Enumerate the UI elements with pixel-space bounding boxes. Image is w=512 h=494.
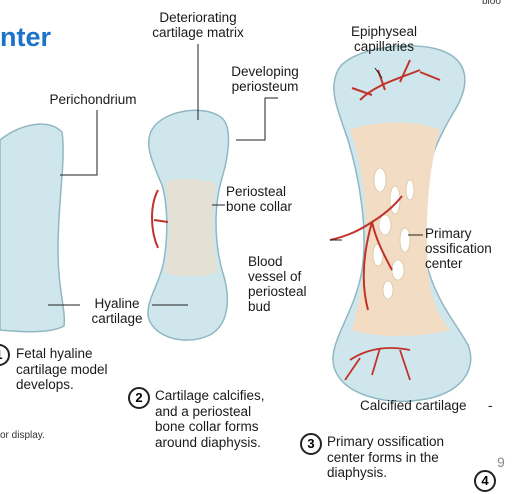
label-primary-ossification-center: Primary ossification center — [425, 226, 492, 271]
label-calcified-cartilage: Calcified cartilage — [360, 398, 467, 413]
step-2-text: Cartilage calcifies, and a periosteal bo… — [155, 388, 265, 450]
step-3-number: 3 — [300, 433, 322, 455]
calcified-cartilage-vessels — [344, 347, 411, 381]
stage3-blood-vessel — [329, 195, 403, 311]
step-3-text: Primary ossification center forms in the… — [327, 434, 445, 480]
slide-title: nter — [0, 22, 52, 52]
label-epiphyseal-capillaries: Epiphyseal capillaries — [350, 24, 418, 54]
top-right-fragment: bloo — [482, 0, 501, 7]
epiphyseal-capillaries — [351, 59, 441, 101]
label-perichondrium: Perichondrium — [49, 92, 137, 107]
step-2-number: 2 — [128, 387, 150, 409]
page-number: 9 — [497, 454, 505, 470]
label-developing-periosteum: Developing periosteum — [231, 64, 299, 94]
label-hyaline-cartilage: Hyaline cartilage — [91, 296, 143, 326]
step-4-number: 4 — [474, 470, 496, 492]
label-blood-vessel: Blood vessel of periosteal bud — [248, 254, 307, 314]
fetal-cartilage-bone — [0, 123, 66, 333]
label-deteriorating-cartilage-matrix: Deteriorating cartilage matrix — [152, 10, 244, 40]
calcified-cartilage-dash: - — [488, 398, 493, 413]
footer-fragment: or display. — [0, 430, 45, 441]
leader-lines — [48, 44, 423, 306]
label-periosteal-bone-collar: Periosteal bone collar — [226, 184, 293, 214]
stage2-periosteal-vessel — [151, 189, 169, 249]
stage2-bone-collar — [165, 179, 218, 277]
step-1-text: Fetal hyaline cartilage model develops. — [16, 346, 108, 392]
